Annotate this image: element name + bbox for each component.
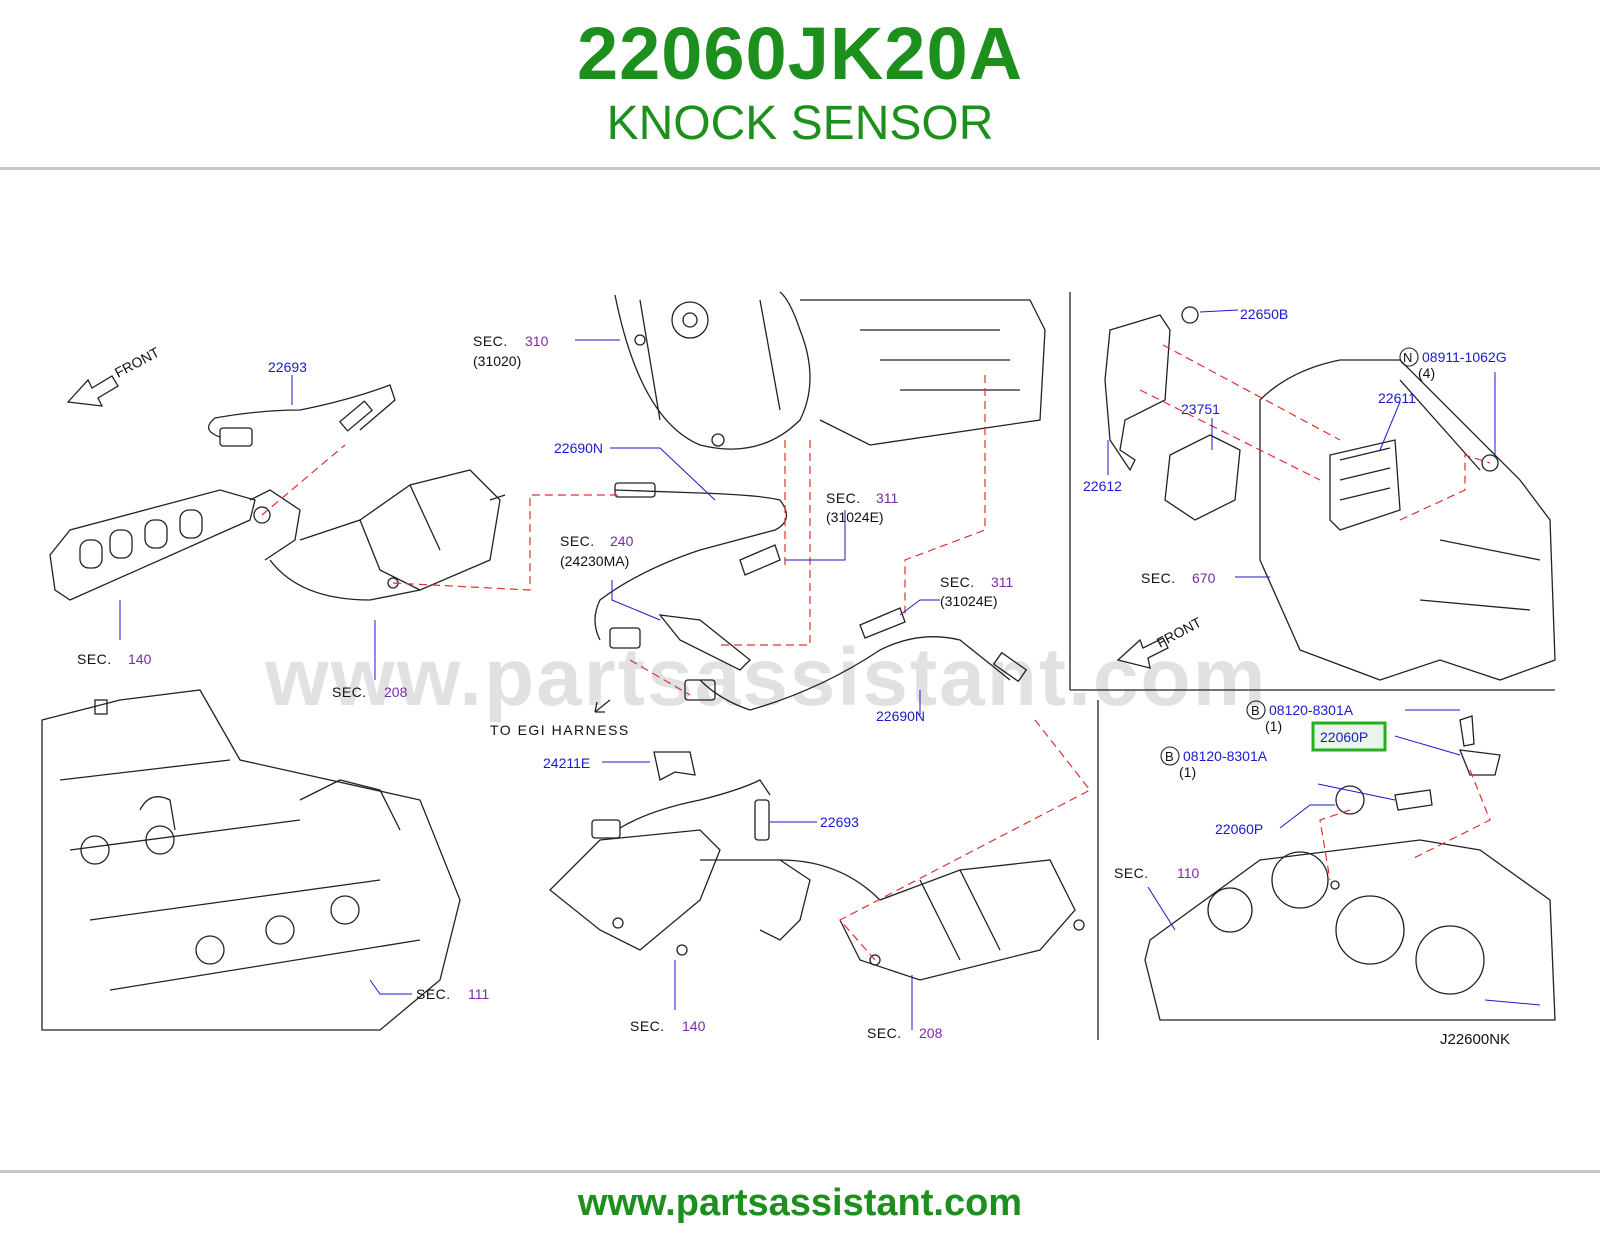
label-sec-111: SEC. xyxy=(416,986,451,1002)
label-sec-140b: SEC. xyxy=(630,1018,665,1034)
label-22060P[interactable]: 22060P xyxy=(1215,821,1263,837)
label-to-egi-harness: TO EGI HARNESS xyxy=(490,722,630,738)
oxygen-sensor-lower-center xyxy=(591,751,771,841)
highlight-box xyxy=(1311,721,1387,752)
harness-center xyxy=(594,482,1028,713)
label-sec-311a-num[interactable]: 311 xyxy=(876,490,899,506)
part-name-subtitle: KNOCK SENSOR xyxy=(606,97,994,150)
label-sec-140a: SEC. xyxy=(77,651,112,667)
label-22611[interactable]: 22611 xyxy=(1378,390,1416,406)
header: 22060JK20A KNOCK SENSOR xyxy=(0,0,1600,170)
label-22650B[interactable]: 22650B xyxy=(1240,306,1288,322)
b-circle-icon-2 xyxy=(1160,746,1180,766)
label-sec-311b: SEC. xyxy=(940,574,975,590)
label-sec-240-sub: (24230MA) xyxy=(560,553,629,569)
label-22693-bottom[interactable]: 22693 xyxy=(820,814,859,830)
header-divider xyxy=(0,167,1600,170)
exhaust-manifold-center xyxy=(549,829,1085,981)
footer-url[interactable]: www.partsassistant.com xyxy=(577,1182,1023,1224)
label-24211E[interactable]: 24211E xyxy=(543,755,590,771)
label-sec-110: SEC. xyxy=(1114,865,1149,881)
label-sec-311a: SEC. xyxy=(826,490,861,506)
label-sec-311b-sub: (31024E) xyxy=(940,593,998,609)
label-b-prefix-a: B xyxy=(1251,703,1260,718)
label-sec-208b: SEC. xyxy=(867,1025,902,1041)
part-number-title: 22060JK20A xyxy=(576,12,1024,95)
label-22693-top[interactable]: 22693 xyxy=(268,359,307,375)
label-sec-670-num[interactable]: 670 xyxy=(1192,570,1216,586)
label-22690N-top[interactable]: 22690N xyxy=(554,440,603,456)
footer-divider xyxy=(0,1170,1600,1173)
n-circle-icon xyxy=(1399,347,1419,367)
label-sec-311a-sub: (31024E) xyxy=(826,509,884,525)
label-08911-1062G[interactable]: 08911-1062G xyxy=(1422,349,1507,365)
label-sec-140b-num[interactable]: 140 xyxy=(682,1018,706,1034)
label-08120-b-qty: (1) xyxy=(1179,764,1196,780)
watermark-text: www.partsassistant.com xyxy=(264,632,1268,723)
label-08120-a-qty: (1) xyxy=(1265,718,1282,734)
label-sec-240: SEC. xyxy=(560,533,595,549)
label-08120-8301A-a[interactable]: 08120-8301A xyxy=(1269,702,1354,718)
label-sec-311b-num[interactable]: 311 xyxy=(991,574,1014,590)
label-sec-111-num[interactable]: 111 xyxy=(468,986,489,1002)
transmission-drawing xyxy=(614,291,1046,450)
parts-diagram: www.partsassistant.com FRONT xyxy=(0,270,1600,1050)
oxygen-sensor-upper-left xyxy=(208,384,396,447)
label-08120-8301A-b[interactable]: 08120-8301A xyxy=(1183,748,1268,764)
front-arrow-left: FRONT xyxy=(66,344,162,407)
label-sec-208a-num[interactable]: 208 xyxy=(384,684,408,700)
label-n-prefix: N xyxy=(1403,350,1412,365)
label-sec-240-num[interactable]: 240 xyxy=(610,533,634,549)
front-label-left: FRONT xyxy=(112,344,162,381)
b-circle-icon xyxy=(1246,700,1266,720)
label-sec-310-sub: (31020) xyxy=(473,353,521,369)
engine-block-right xyxy=(1144,715,1556,1021)
diagram-code: J22600NK xyxy=(1440,1031,1510,1048)
label-sec-670: SEC. xyxy=(1141,570,1176,586)
label-b-prefix-b: B xyxy=(1165,749,1174,764)
exhaust-manifold-left xyxy=(49,469,506,601)
engine-left xyxy=(41,689,461,1031)
label-23751[interactable]: 23751 xyxy=(1181,401,1220,417)
callout-b-08120-a: B xyxy=(1246,700,1266,720)
reference-lines xyxy=(261,344,1491,961)
callout-b-08120-b: B xyxy=(1160,746,1180,766)
label-sec-140a-num[interactable]: 140 xyxy=(128,651,152,667)
label-sec-208b-num[interactable]: 208 xyxy=(919,1025,943,1041)
label-sec-310-num[interactable]: 310 xyxy=(525,333,549,349)
label-22612[interactable]: 22612 xyxy=(1083,478,1122,494)
label-22060P-highlighted[interactable]: 22060P xyxy=(1320,729,1368,745)
highlight-22060P[interactable]: 22060P xyxy=(1311,721,1387,752)
label-sec-110-num[interactable]: 110 xyxy=(1177,865,1200,881)
label-22690N-bottom[interactable]: 22690N xyxy=(876,708,925,724)
diagram-svg: www.partsassistant.com FRONT xyxy=(41,291,1556,1048)
label-sec-310: SEC. xyxy=(473,333,508,349)
callout-n-08911: N xyxy=(1399,347,1419,367)
label-sec-208a: SEC. xyxy=(332,684,367,700)
label-08911-qty: (4) xyxy=(1418,365,1435,381)
leader-lines xyxy=(119,309,1541,1030)
